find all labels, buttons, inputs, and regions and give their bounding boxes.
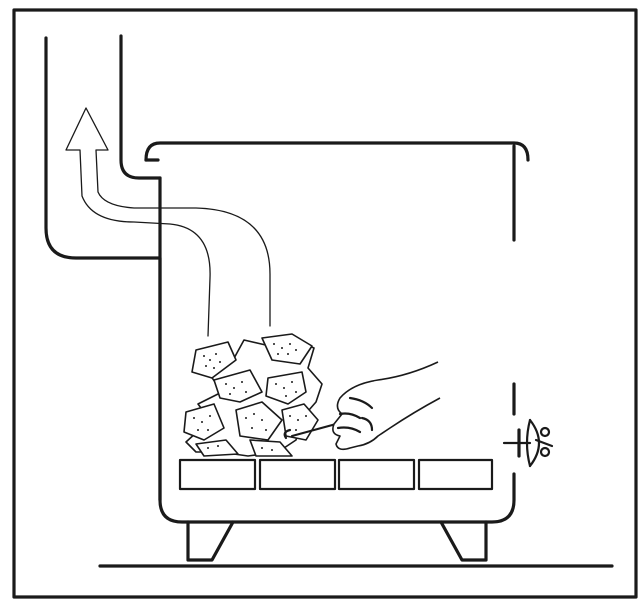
stove-legs	[188, 522, 486, 560]
damper-knob-icon	[504, 420, 552, 466]
flue-pipe	[46, 36, 160, 500]
picture-frame	[14, 10, 636, 597]
firebricks	[180, 460, 492, 489]
crumpled-paper-pile	[184, 334, 322, 456]
stove-body	[146, 143, 528, 522]
hand	[333, 362, 440, 449]
